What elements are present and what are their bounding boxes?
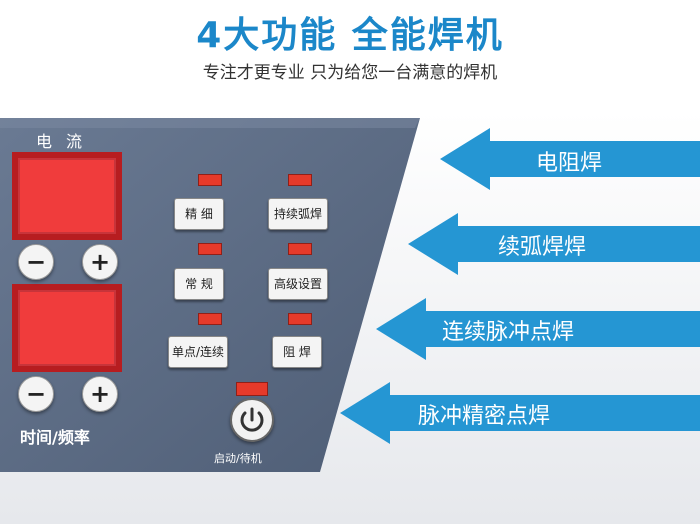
time-plus-button[interactable]: + <box>82 376 118 412</box>
feature-arrow-2 <box>408 213 700 275</box>
feature-label-3: 连续脉冲点焊 <box>442 320 575 345</box>
power-label: 启动/待机 <box>214 452 262 465</box>
current-label: 电流 <box>36 132 97 151</box>
time-frequency-label: 时间/频率 <box>20 428 90 447</box>
fine-button[interactable]: 精 细 <box>174 198 224 230</box>
feature-label-1: 电阻焊 <box>536 151 603 176</box>
power-led <box>236 382 268 396</box>
normal-button[interactable]: 常 规 <box>174 268 224 300</box>
power-button[interactable] <box>230 398 274 442</box>
normal-led <box>198 243 222 255</box>
feature-arrow-1 <box>440 128 700 190</box>
current-plus-button[interactable]: + <box>82 244 118 280</box>
advanced-settings-button[interactable]: 高级设置 <box>268 268 328 300</box>
time-display <box>12 284 122 372</box>
advanced-led <box>288 243 312 255</box>
time-minus-button[interactable]: − <box>18 376 54 412</box>
feature-arrow-4 <box>340 382 700 444</box>
single-spot-led <box>198 313 222 325</box>
feature-arrow-3 <box>376 298 700 360</box>
current-display <box>12 152 122 240</box>
power-icon <box>240 407 264 432</box>
resistance-led <box>288 313 312 325</box>
headline: 4大功能 全能焊机 <box>196 15 504 56</box>
fine-led <box>198 174 222 186</box>
feature-label-4: 脉冲精密点焊 <box>418 404 551 429</box>
sub-headline: 专注才更专业 只为给您一台满意的焊机 <box>202 63 498 83</box>
current-minus-button[interactable]: − <box>18 244 54 280</box>
resistance-weld-button[interactable]: 阻 焊 <box>272 336 322 368</box>
continuous-arc-button[interactable]: 持续弧焊 <box>268 198 328 230</box>
continuous-arc-led <box>288 174 312 186</box>
single-continuous-button[interactable]: 单点/连续 <box>168 336 228 368</box>
feature-label-2: 续弧焊焊 <box>498 235 587 260</box>
